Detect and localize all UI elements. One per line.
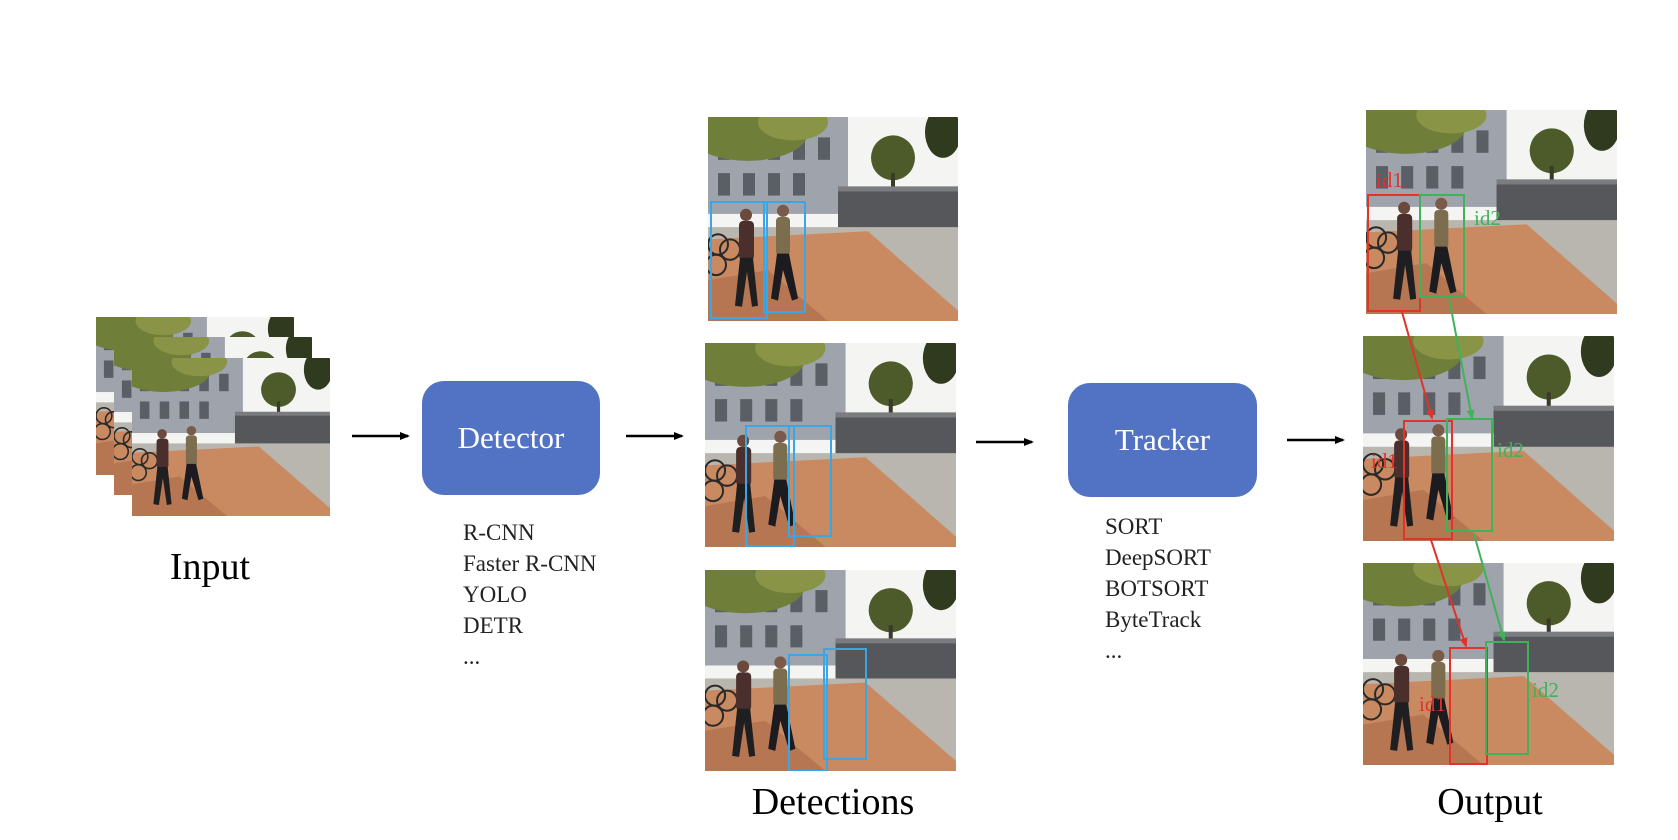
- detection-box: [710, 201, 768, 319]
- track-label-id2: id2: [1497, 438, 1524, 462]
- detector-method: YOLO: [463, 582, 527, 607]
- detector-method: DETR: [463, 613, 524, 638]
- detector-methods: R-CNN Faster R-CNN YOLO DETR ...: [463, 517, 597, 672]
- detection-frame-2: [705, 343, 956, 547]
- track-label-id2: id2: [1474, 206, 1501, 230]
- detection-box: [823, 648, 867, 760]
- tracker-method: DeepSORT: [1105, 545, 1211, 570]
- output-caption: Output: [1437, 781, 1543, 823]
- detections-caption: Detections: [751, 781, 915, 823]
- track-box-id1: [1449, 647, 1488, 765]
- track-box-id2: [1485, 641, 1529, 755]
- tracker-methods: SORT DeepSORT BOTSORT ByteTrack ...: [1105, 511, 1211, 666]
- detector-method: Faster R-CNN: [463, 551, 597, 576]
- tracker-method: SORT: [1105, 514, 1163, 539]
- detection-box: [788, 654, 828, 771]
- track-label-id2: id2: [1532, 678, 1559, 702]
- detector-method: ...: [463, 644, 481, 669]
- track-label-id1: id1: [1419, 692, 1446, 716]
- track-box-id1: [1367, 194, 1421, 312]
- input-frame-front: [132, 358, 330, 516]
- track-box-id2: [1419, 194, 1465, 298]
- tracker-box: Tracker: [1068, 383, 1257, 497]
- track-label-id1: id1: [1376, 168, 1403, 192]
- detection-box: [745, 425, 795, 547]
- tracker-method: ...: [1105, 638, 1123, 663]
- tracker-method: ByteTrack: [1105, 607, 1202, 632]
- detector-method: R-CNN: [463, 520, 535, 545]
- detection-box: [788, 425, 832, 537]
- detector-box: Detector: [422, 381, 600, 495]
- detector-label: Detector: [457, 420, 565, 455]
- tracker-method: BOTSORT: [1105, 576, 1209, 601]
- detection-box: [763, 201, 806, 313]
- output-frame-2: id1 id2: [1363, 336, 1614, 541]
- detection-frame-3: [705, 570, 956, 771]
- output-frame-1: id1 id2: [1366, 110, 1617, 314]
- tracker-label: Tracker: [1114, 422, 1211, 457]
- track-box-id1: [1403, 420, 1453, 540]
- detection-frame-1: [708, 117, 958, 321]
- output-frame-3: id1 id2: [1363, 563, 1614, 765]
- input-caption: Input: [169, 546, 251, 588]
- track-label-id1: id1: [1371, 449, 1398, 473]
- track-box-id2: [1446, 418, 1493, 532]
